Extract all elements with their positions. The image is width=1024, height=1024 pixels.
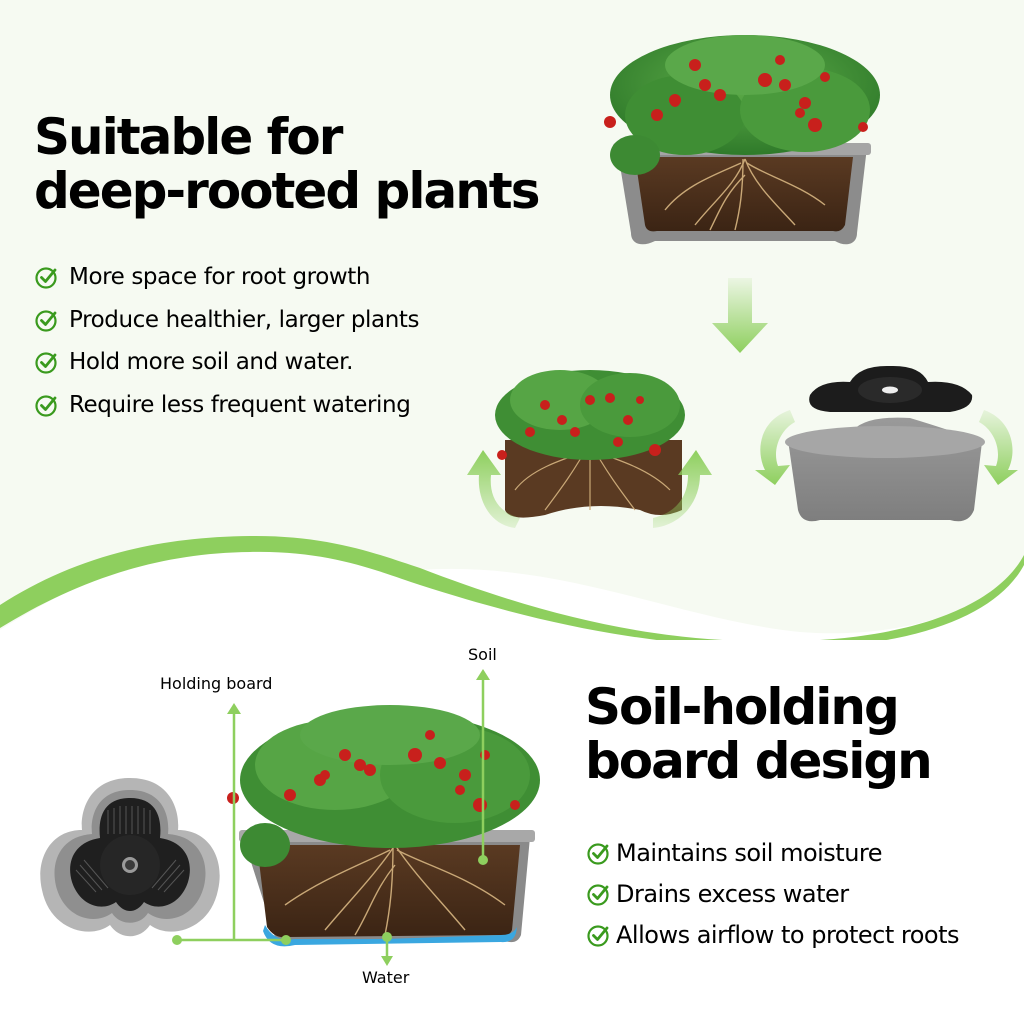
strawberry-planter-image — [604, 35, 880, 245]
check-circle-icon — [35, 352, 57, 374]
planter-cross-section-image — [227, 705, 540, 947]
check-circle-icon — [587, 883, 609, 906]
headline-soil-holding: Soil-holding board design — [585, 678, 933, 790]
list-item: Require less frequent watering — [34, 384, 419, 427]
headline-deep-rooted: Suitable for deep-rooted plants — [34, 108, 540, 220]
list-item: Produce healthier, larger plants — [34, 299, 420, 342]
planter-parts-image — [755, 365, 1018, 522]
root-ball-image — [495, 370, 685, 518]
list-item: Drains excess water — [586, 873, 959, 914]
check-circle-icon — [587, 842, 609, 865]
list-item: Maintains soil moisture — [586, 832, 959, 873]
water-label: Water — [362, 968, 410, 987]
benefits-list: More space for root growth Produce healt… — [34, 256, 420, 427]
list-item: Hold more soil and water. — [34, 341, 419, 384]
holding-board-label: Holding board — [160, 674, 273, 693]
headline-line-1: Suitable for — [34, 108, 343, 166]
list-item: More space for root growth — [34, 256, 419, 299]
curved-arrow-icon — [467, 450, 520, 528]
features-list: Maintains soil moisture Drains excess wa… — [586, 832, 960, 955]
check-circle-icon — [587, 924, 609, 947]
curved-arrow-icon — [653, 450, 712, 528]
check-circle-icon — [35, 267, 57, 289]
headline-line-2: deep-rooted plants — [34, 162, 540, 220]
headline-line-2: board design — [585, 732, 933, 790]
check-circle-icon — [35, 395, 57, 417]
soil-label: Soil — [468, 645, 497, 664]
check-circle-icon — [35, 310, 57, 332]
down-arrow-icon — [712, 278, 768, 353]
holding-board-top-view — [40, 778, 220, 937]
list-item: Allows airflow to protect roots — [586, 914, 960, 955]
headline-line-1: Soil-holding — [585, 678, 900, 736]
